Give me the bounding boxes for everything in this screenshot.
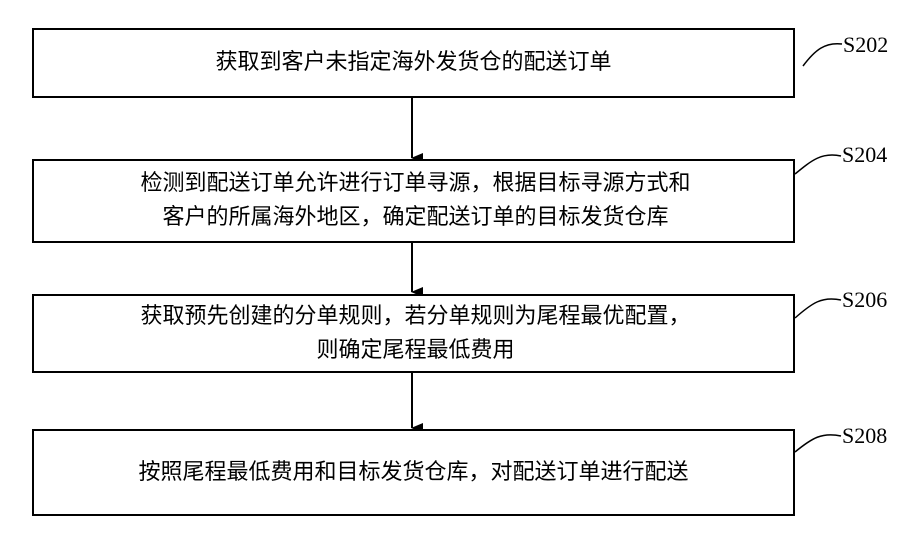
step-text-s208: 按照尾程最低费用和目标发货仓库，对配送订单进行配送: [34, 456, 793, 490]
step-box-s204: 检测到配送订单允许进行订单寻源，根据目标寻源方式和 客户的所属海外地区，确定配送…: [32, 159, 795, 243]
step-box-s206: 获取预先创建的分单规则，若分单规则为尾程最优配置， 则确定尾程最低费用: [32, 294, 795, 373]
step-text-s206: 获取预先创建的分单规则，若分单规则为尾程最优配置， 则确定尾程最低费用: [44, 300, 787, 368]
step-text-s204: 检测到配送订单允许进行订单寻源，根据目标寻源方式和 客户的所属海外地区，确定配送…: [44, 167, 787, 235]
leader-s202: [803, 44, 842, 66]
step-box-s202: 获取到客户未指定海外发货仓的配送订单: [32, 28, 795, 98]
leader-s204: [795, 155, 841, 174]
step-label-s206: S206: [842, 288, 887, 312]
leader-s206: [795, 299, 841, 318]
step-label-s204: S204: [842, 143, 887, 167]
step-label-s208: S208: [842, 424, 887, 448]
step-text-s202: 获取到客户未指定海外发货仓的配送订单: [34, 46, 793, 80]
step-box-s208: 按照尾程最低费用和目标发货仓库，对配送订单进行配送: [32, 429, 795, 516]
step-label-s202: S202: [843, 33, 888, 57]
leader-s208: [795, 435, 841, 452]
